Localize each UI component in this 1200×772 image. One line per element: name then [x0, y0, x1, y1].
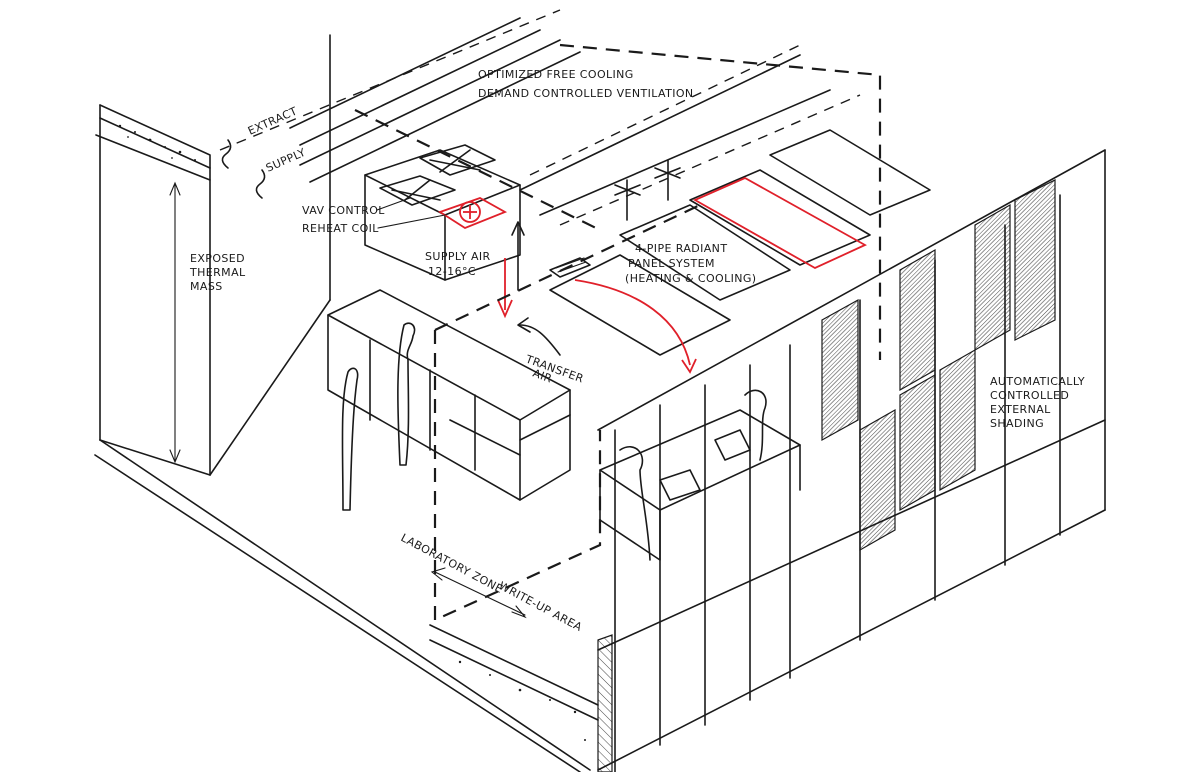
transfer-label-1: TRANSFER — [523, 352, 586, 385]
lab-figures — [341, 322, 416, 511]
demand-controlled-ventilation-label: DEMAND CONTROLLED VENTILATION — [478, 87, 694, 100]
slab-concrete-dots — [118, 124, 196, 161]
shading-label-1: AUTOMATICALLY — [990, 375, 1085, 388]
radiant-label-1: 4-PIPE RADIANT — [635, 242, 727, 255]
duct-extract — [219, 9, 561, 169]
exposed-label-line1: EXPOSED — [190, 252, 245, 265]
transfer-label-2: AIR — [531, 367, 554, 386]
vav-leader — [376, 197, 411, 211]
optimized-free-cooling-label: OPTIMIZED FREE COOLING — [478, 68, 634, 81]
radiant-panels — [549, 129, 931, 356]
write-up-desk — [599, 389, 801, 561]
supply-air-label-2: 12-16°C — [428, 265, 476, 278]
shading-label-4: SHADING — [990, 417, 1044, 430]
transfer-air-arrow — [517, 317, 561, 356]
exposed-label-line3: MASS — [190, 280, 223, 293]
radiant-supply-arrow — [574, 279, 697, 374]
reheat-coil-label: REHEAT COIL — [302, 222, 379, 235]
red-radiant-panel — [692, 176, 867, 270]
shading-label-3: EXTERNAL — [990, 403, 1051, 416]
reheat-coil-symbol — [437, 197, 508, 230]
supply-air-arrow — [497, 221, 525, 319]
left-wall — [94, 34, 591, 772]
lab-bench — [327, 289, 571, 501]
duct-run-right — [519, 44, 861, 226]
radiant-label-3: (HEATING & COOLING) — [625, 272, 756, 285]
exposed-thermal-mass-label: EXPOSED THERMAL MASS — [189, 252, 246, 293]
thermal-mass-dimension — [169, 181, 181, 464]
zone-outline — [354, 43, 882, 622]
exposed-label-line2: THERMAL — [189, 266, 246, 279]
zone-arrows — [430, 567, 527, 619]
supply-label: SUPPLY — [264, 146, 308, 175]
vav-control-label: VAV CONTROL — [302, 204, 385, 217]
shading-label-2: CONTROLLED — [990, 389, 1069, 402]
write-up-area-label: WRITE-UP AREA — [497, 579, 585, 634]
wall-section-bottom — [429, 624, 613, 772]
radiant-label-2: PANEL SYSTEM — [628, 257, 715, 270]
external-shading-panels — [821, 179, 1056, 552]
vav-box — [364, 144, 521, 281]
ceiling-valves — [614, 159, 681, 221]
reheat-leader — [377, 214, 446, 229]
supply-air-label-1: SUPPLY AIR — [425, 250, 491, 263]
laboratory-zone-label: LABORATORY ZONE — [399, 531, 505, 596]
duct-supply — [255, 39, 581, 199]
